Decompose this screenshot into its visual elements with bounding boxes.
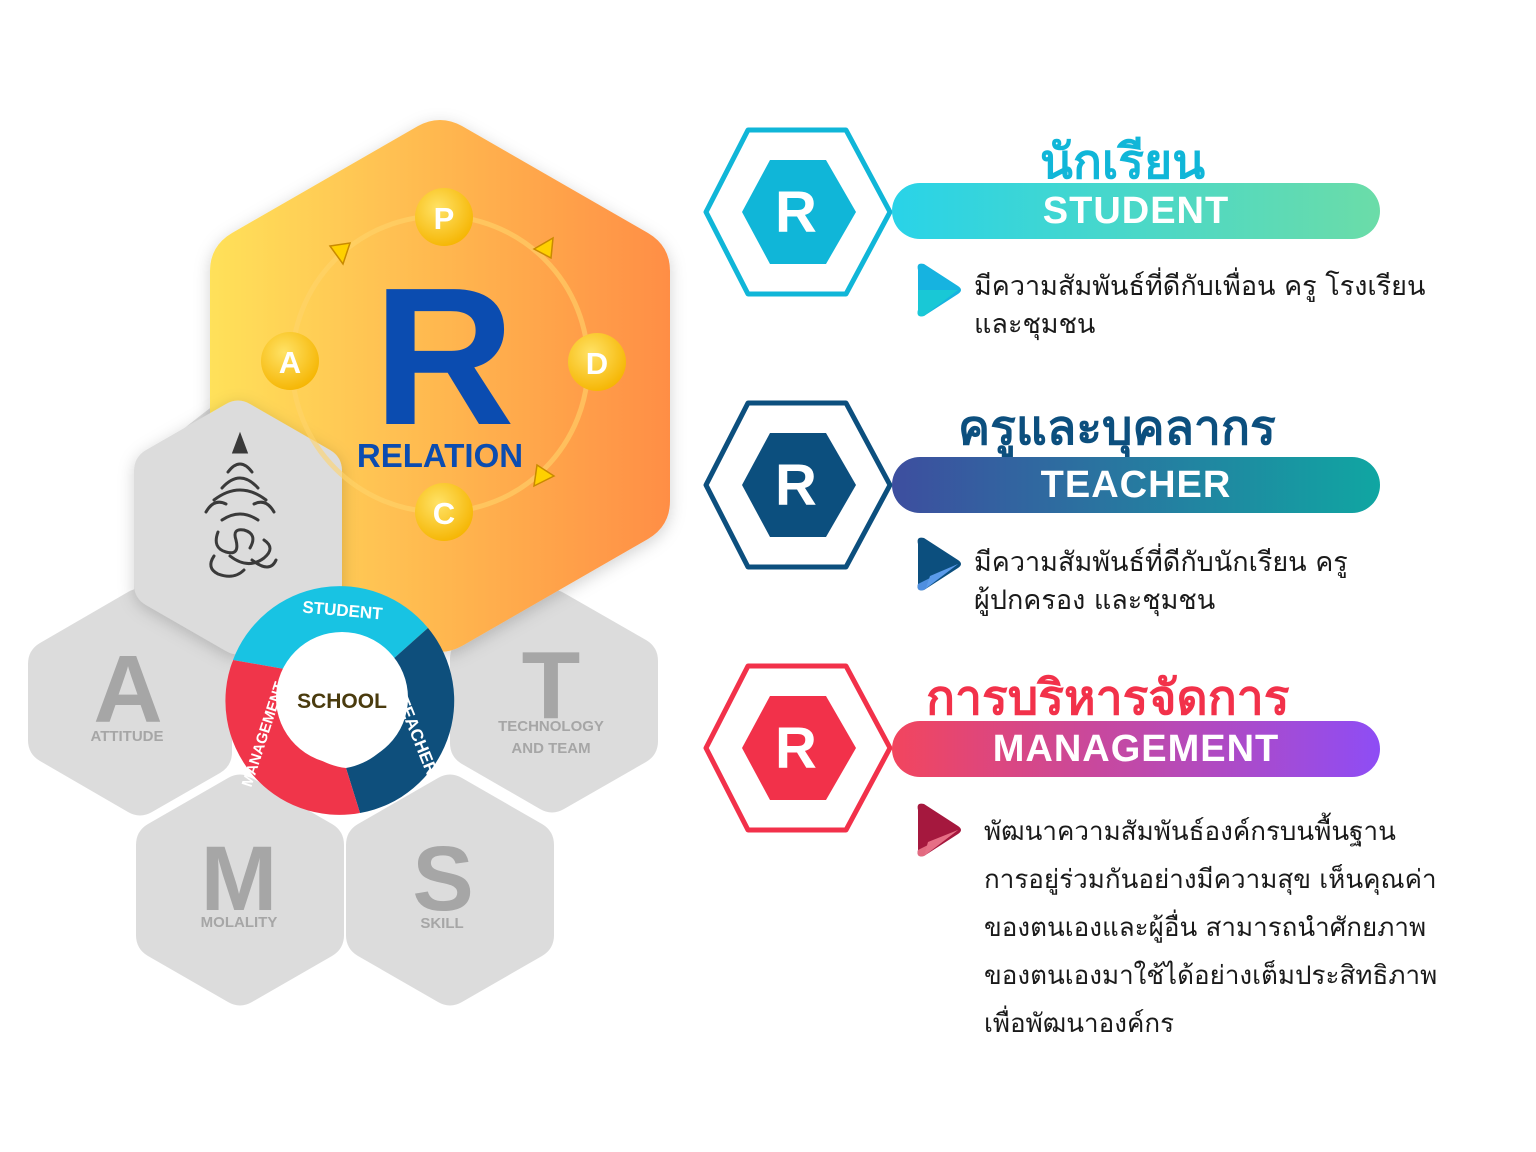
svg-text:C: C [433, 496, 455, 531]
outer-hex-technology [450, 589, 658, 813]
student-pill: STUDENT [892, 183, 1380, 239]
relation-letter: R [373, 247, 515, 466]
skill-letter: S [412, 828, 473, 930]
attitude-label: ATTITUDE [90, 728, 163, 745]
school-cycle [225, 586, 455, 815]
svg-text:R: R [775, 716, 817, 781]
skill-label: SKILL [420, 915, 463, 932]
management-desc-line-5: เพื่อพัฒนาองค์กร [984, 1009, 1175, 1039]
technology-letter: T [522, 632, 581, 739]
cycle-center-label: SCHOOL [297, 690, 387, 713]
pdca-arrow-icons [328, 236, 556, 488]
outer-hex-skill [346, 774, 554, 1006]
management-desc-line-1: พัฒนาความสัมพันธ์องค์กรบนพื้นฐาน [984, 817, 1396, 847]
cycle-segment-teacher [346, 628, 455, 813]
cycle-coin-c: C [415, 483, 473, 541]
management-desc-line-2: การอยู่ร่วมกันอย่างมีความสุข เห็นคุณค่า [984, 865, 1437, 895]
svg-text:P: P [434, 201, 455, 236]
outer-hex-molality [136, 774, 344, 1006]
technology-label-line1: TECHNOLOGY [498, 718, 604, 735]
attitude-letter: A [93, 636, 162, 743]
teacher-pill: TEACHER [892, 457, 1380, 513]
outer-hex-emblem-front [134, 400, 342, 655]
molality-label: MOLALITY [201, 914, 278, 931]
svg-text:A: A [279, 345, 301, 380]
management-description: พัฒนาความสัมพันธ์องค์กรบนพื้นฐาน การอยู่… [984, 808, 1437, 1048]
teacher-desc-line-1: มีความสัมพันธ์ที่ดีกับนักเรียน ครู [974, 547, 1348, 578]
cycle-coin-a: A [261, 332, 319, 390]
svg-text:R: R [775, 453, 817, 518]
student-desc-line-2: และชุมชน [974, 309, 1096, 340]
technology-label-line2: AND TEAM [511, 740, 590, 757]
student-badge: R [703, 127, 893, 297]
relation-word: RELATION [357, 437, 523, 474]
management-thai-title: การบริหารจัดการ [926, 670, 1290, 726]
student-play-icon [917, 263, 961, 317]
svg-text:D: D [586, 346, 608, 381]
cycle-coin-p: P [415, 188, 473, 246]
outer-hex-attitude [28, 588, 232, 816]
student-desc-line-1: มีความสัมพันธ์ที่ดีกับเพื่อน ครู โรงเรีย… [974, 271, 1426, 302]
management-badge: R [703, 663, 893, 833]
management-desc-line-3: ของตนเองและผู้อื่น สามารถนำศักยภาพ [984, 913, 1427, 943]
teacher-thai-title: ครูและบุคลากร [958, 400, 1276, 456]
svg-text:R: R [775, 180, 817, 245]
student-description: มีความสัมพันธ์ที่ดีกับเพื่อน ครู โรงเรีย… [974, 268, 1425, 344]
royal-emblem-icon [204, 431, 278, 578]
molality-letter: M [201, 828, 278, 930]
student-thai-title: นักเรียน [1040, 134, 1205, 190]
teacher-play-icon [917, 537, 961, 591]
teacher-badge: R [703, 400, 893, 570]
management-play-icon [917, 803, 961, 857]
cycle-coin-d: D [568, 333, 626, 391]
teacher-desc-line-2: ผู้ปกครอง และชุมชน [974, 585, 1216, 616]
management-desc-line-4: ของตนเองมาใช้ได้อย่างเต็มประสิทธิภาพ [984, 961, 1438, 991]
management-pill: MANAGEMENT [892, 721, 1380, 777]
teacher-description: มีความสัมพันธ์ที่ดีกับนักเรียน ครู ผู้ปก… [974, 544, 1348, 620]
